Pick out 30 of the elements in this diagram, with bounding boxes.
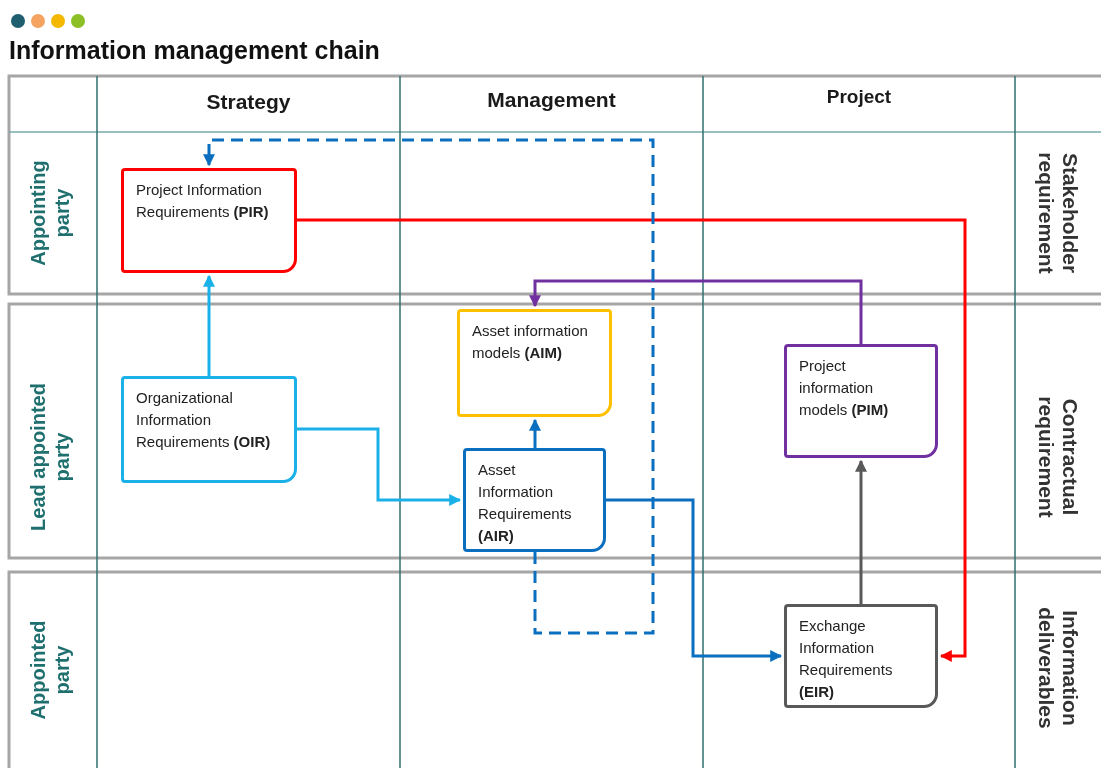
row-side-label: Stakeholder requirement xyxy=(1034,151,1082,276)
box-label: Project Information Requirements (PIR) xyxy=(136,180,270,222)
process-box xyxy=(121,376,297,483)
arrow xyxy=(529,418,541,448)
arrow xyxy=(203,138,655,635)
row-header: Lead appointed party xyxy=(26,382,74,532)
box-label: Exchange Information Requirements (EIR) xyxy=(799,616,894,702)
arrow xyxy=(203,274,215,376)
box-label: Organizational Information Requirements (OIR) xyxy=(136,388,272,452)
process-box xyxy=(784,604,938,708)
column-header: Project xyxy=(825,86,893,108)
arrow xyxy=(297,218,967,662)
arrow xyxy=(606,498,783,662)
process-box xyxy=(463,448,606,552)
row-side-label: Information deliverables xyxy=(1034,606,1082,731)
arrow xyxy=(529,279,863,344)
arrow xyxy=(297,427,462,506)
column-header: Management xyxy=(486,88,617,112)
box-label: Project information models (PIM) xyxy=(799,356,890,420)
row-header: Appointing party xyxy=(26,159,74,268)
process-box xyxy=(121,168,297,273)
box-label: Asset Information Requirements (AIR) xyxy=(478,460,573,546)
arrow xyxy=(855,459,867,604)
process-box xyxy=(784,344,938,458)
row-side-label: Contractual requirement xyxy=(1034,395,1082,520)
box-label: Asset information models (AIM) xyxy=(472,321,589,363)
column-header: Strategy xyxy=(205,90,292,114)
row-header: Appointed party xyxy=(26,619,74,722)
process-box xyxy=(457,309,612,417)
diagram-title: Information management chain xyxy=(9,36,380,65)
